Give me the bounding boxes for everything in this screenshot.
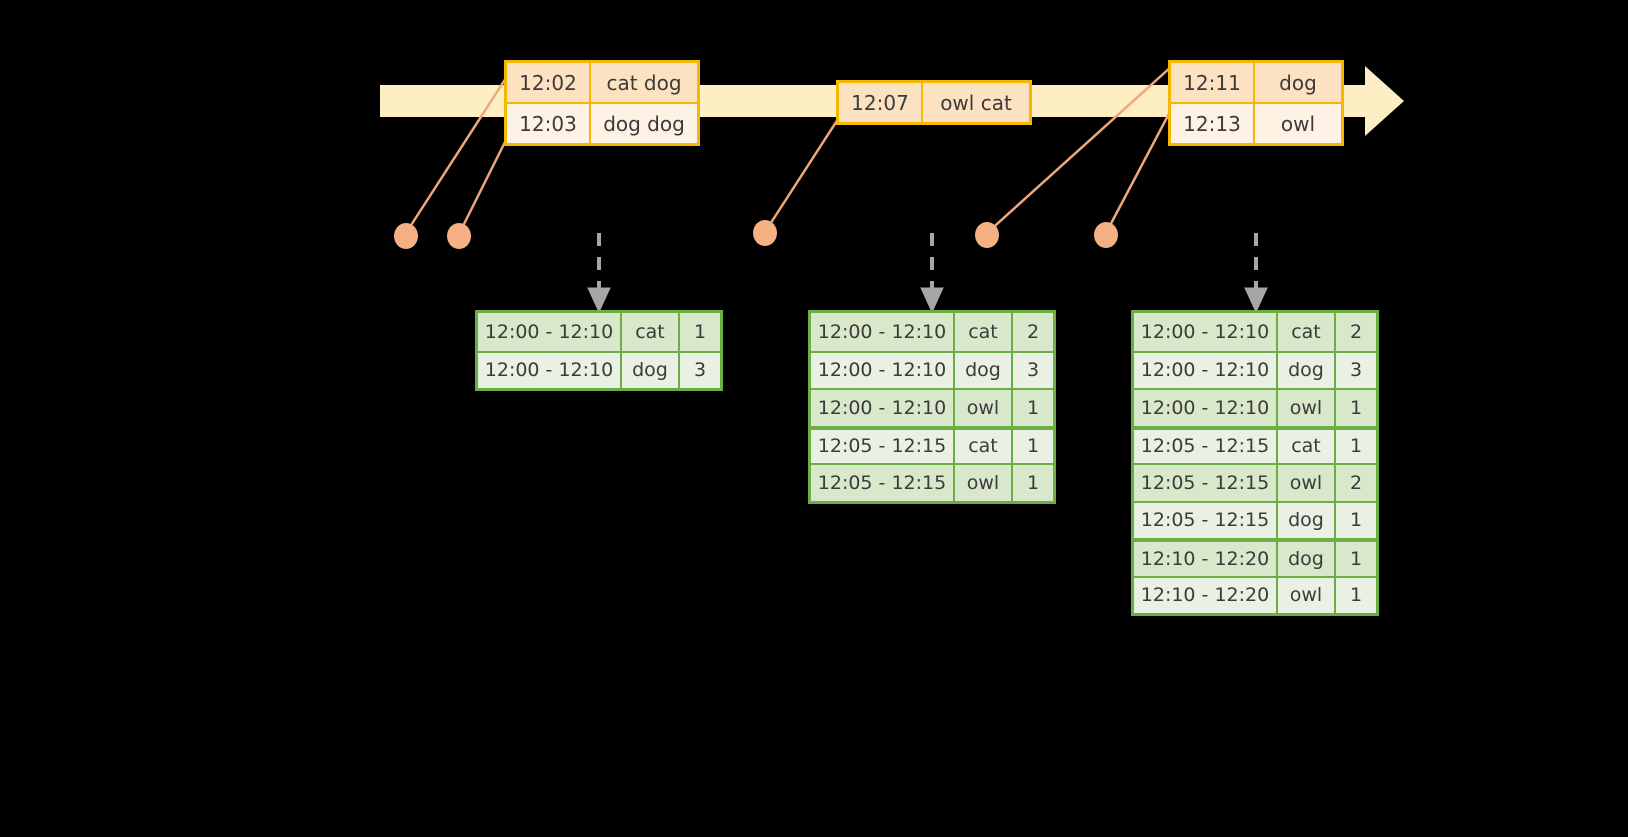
dashed-arrow (587, 233, 611, 314)
dashed-arrow (1244, 233, 1268, 314)
result-key: owl (1278, 465, 1336, 501)
result-key: dog (1278, 502, 1336, 538)
result-key: cat (1278, 429, 1336, 463)
result-count: 1 (1013, 429, 1053, 463)
result-window: 12:05 - 12:15 (811, 465, 955, 501)
result-window: 12:05 - 12:15 (1134, 502, 1278, 538)
result-key: cat (955, 429, 1013, 463)
timeline-event-group-1[interactable]: 12:02 cat dog 12:03 dog dog (504, 60, 700, 146)
result-window: 12:10 - 12:20 (1134, 542, 1278, 576)
result-window: 12:05 - 12:15 (811, 429, 955, 463)
result-key: owl (1278, 577, 1336, 613)
result-arrows (587, 233, 1268, 314)
result-window: 12:00 - 12:10 (1134, 352, 1278, 388)
timeline-event-group-2[interactable]: 12:07 owl cat (836, 80, 1032, 125)
result-window: 12:05 - 12:15 (1134, 429, 1278, 463)
result-count: 1 (1336, 577, 1376, 613)
result-key: cat (955, 313, 1013, 351)
result-count: 1 (1013, 390, 1053, 426)
timeline-event-group-3[interactable]: 12:11 dog 12:13 owl (1168, 60, 1344, 146)
result-key: cat (622, 313, 680, 351)
result-key: cat (1278, 313, 1336, 351)
result-count: 1 (1336, 390, 1376, 426)
event-dots (394, 220, 1118, 249)
result-key: owl (955, 465, 1013, 501)
result-count: 2 (1013, 313, 1053, 351)
event-dot (975, 222, 999, 248)
result-count: 2 (1336, 465, 1376, 501)
result-key: owl (955, 390, 1013, 426)
result-window: 12:00 - 12:10 (811, 390, 955, 426)
event-value: cat dog (591, 63, 697, 102)
result-count: 2 (1336, 313, 1376, 351)
result-key: dog (622, 352, 680, 388)
result-window: 12:00 - 12:10 (478, 352, 622, 388)
result-key: dog (1278, 352, 1336, 388)
event-dot (753, 220, 777, 246)
result-count: 3 (1336, 352, 1376, 388)
timeline-event-row[interactable]: 12:07 owl cat (839, 83, 1029, 122)
result-key: dog (955, 352, 1013, 388)
result-count: 1 (1336, 502, 1376, 538)
result-count: 3 (1013, 352, 1053, 388)
result-count: 1 (1336, 542, 1376, 576)
result-key: owl (1278, 390, 1336, 426)
event-dot (1094, 222, 1118, 248)
result-window: 12:00 - 12:10 (1134, 390, 1278, 426)
event-dot (447, 223, 471, 249)
timeline-event-row[interactable]: 12:03 dog dog (507, 102, 697, 143)
event-value: owl (1255, 104, 1341, 143)
event-dot (394, 223, 418, 249)
result-window: 12:00 - 12:10 (478, 313, 622, 351)
result-count: 1 (1013, 465, 1053, 501)
event-time: 12:07 (839, 83, 923, 122)
event-time: 12:13 (1171, 104, 1255, 143)
result-count: 1 (680, 313, 720, 351)
result-window: 12:00 - 12:10 (1134, 313, 1278, 351)
timeline-event-row[interactable]: 12:02 cat dog (507, 63, 697, 102)
event-time: 12:03 (507, 104, 591, 143)
result-window: 12:00 - 12:10 (811, 352, 955, 388)
event-value: owl cat (923, 83, 1029, 122)
event-time: 12:11 (1171, 63, 1255, 102)
event-value: dog (1255, 63, 1341, 102)
event-time: 12:02 (507, 63, 591, 102)
result-count: 1 (1336, 429, 1376, 463)
timeline-event-row[interactable]: 12:13 owl (1171, 102, 1341, 143)
result-window: 12:10 - 12:20 (1134, 577, 1278, 613)
dashed-arrow (920, 233, 944, 314)
result-count: 3 (680, 352, 720, 388)
timeline-event-row[interactable]: 12:11 dog (1171, 63, 1341, 102)
result-window: 12:00 - 12:10 (811, 313, 955, 351)
result-key: dog (1278, 542, 1336, 576)
result-window: 12:05 - 12:15 (1134, 465, 1278, 501)
event-value: dog dog (591, 104, 697, 143)
